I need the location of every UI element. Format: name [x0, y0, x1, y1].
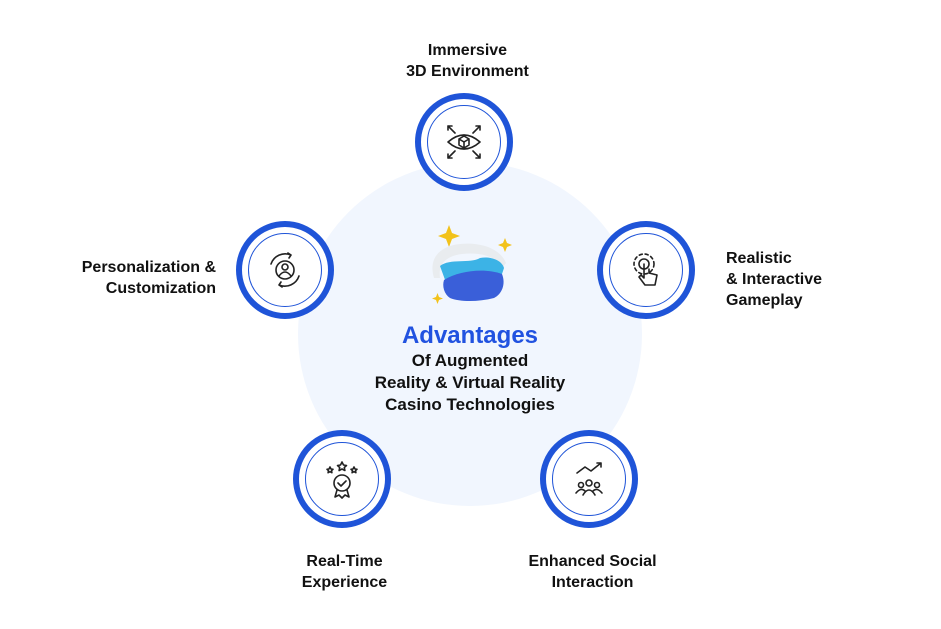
eye-cube-icon — [447, 125, 481, 159]
node-immersive-3d — [415, 93, 513, 191]
label-line: Customization — [105, 280, 216, 297]
node-label: Personalization & Customization — [40, 257, 216, 299]
touch-hand-icon — [633, 253, 658, 286]
label-line: Personalization & — [81, 259, 216, 276]
node-label: Real-Time Experience — [262, 551, 427, 593]
label-line: & Interactive — [726, 271, 823, 288]
node-label: Realistic & Interactive Gameplay — [726, 248, 822, 311]
node-real-time-experience — [293, 430, 391, 528]
user-cycle-icon — [270, 252, 300, 288]
label-line: Realistic — [726, 250, 792, 267]
vr-headset-icon — [432, 225, 512, 304]
label-line: 3D Environment — [406, 63, 529, 80]
center-title: Advantages — [401, 322, 539, 349]
center-heading: Advantages Of Augmented Reality & Virtua… — [340, 322, 600, 416]
center-subtitle-line: Casino Technologies — [385, 395, 555, 414]
award-badge-icon — [326, 461, 358, 499]
node-label: Immersive 3D Environment — [380, 40, 555, 82]
center-subtitle-line: Of Augmented — [411, 351, 529, 370]
node-realistic-gameplay — [597, 221, 695, 319]
label-line: Experience — [301, 574, 388, 591]
label-line: Immersive — [427, 42, 508, 59]
node-social-interaction — [540, 430, 638, 528]
node-label: Enhanced Social Interaction — [510, 551, 675, 593]
team-growth-icon — [575, 462, 603, 496]
label-line: Gameplay — [726, 292, 803, 309]
center-subtitle-line: Reality & Virtual Reality — [374, 373, 566, 392]
label-line: Interaction — [551, 574, 634, 591]
node-personalization — [236, 221, 334, 319]
label-line: Real-Time — [306, 553, 383, 570]
label-line: Enhanced Social — [528, 553, 657, 570]
